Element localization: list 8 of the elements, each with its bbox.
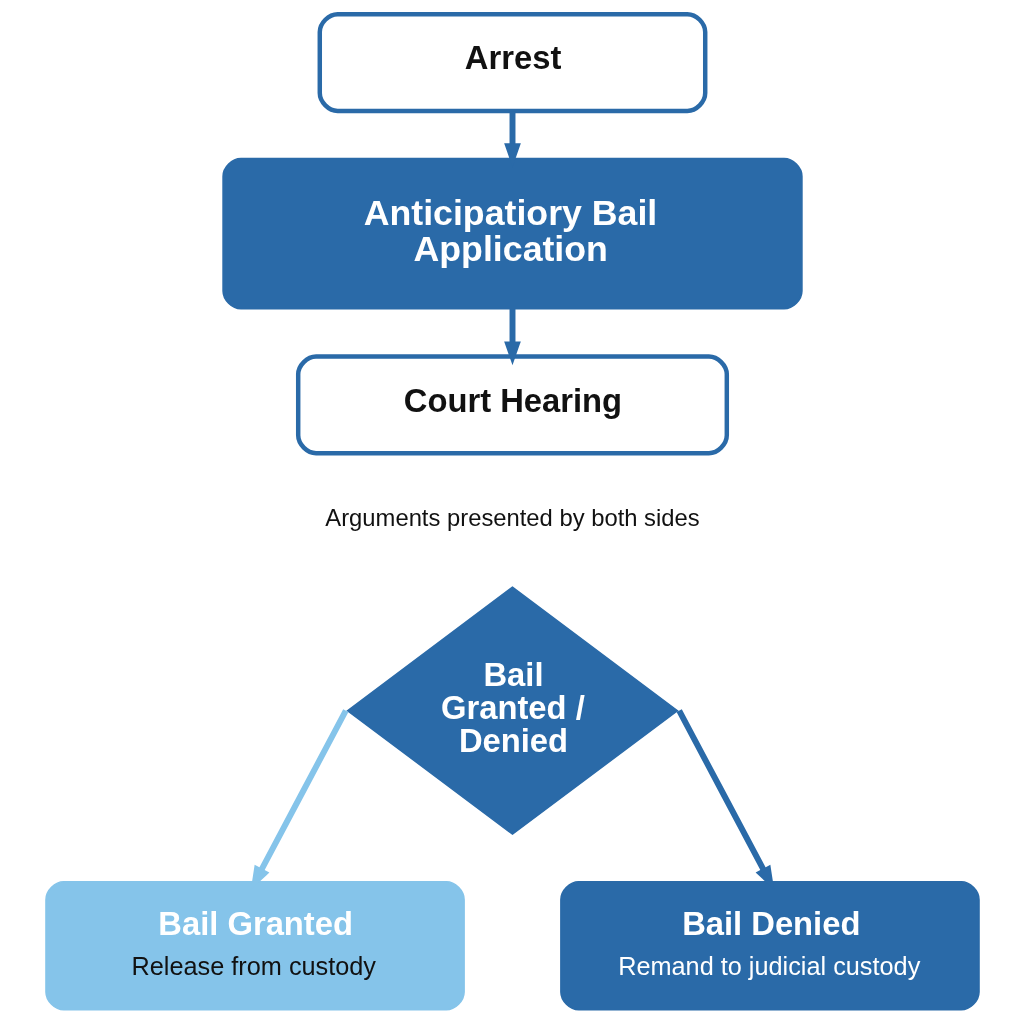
arrow: [503, 308, 521, 366]
node-box: Anticipatiory Bail Application: [221, 157, 803, 310]
node-box: Arrest: [317, 11, 707, 114]
node-box: Bail Denied Remand to judicial custody: [559, 881, 980, 1011]
node-label: Arguments presented by both sides: [324, 503, 700, 531]
node-box: Bail Granted Release from custody: [44, 881, 465, 1011]
node-diamond: Bail Granted / Denied: [345, 586, 679, 836]
node-box: Court Hearing: [295, 354, 729, 456]
